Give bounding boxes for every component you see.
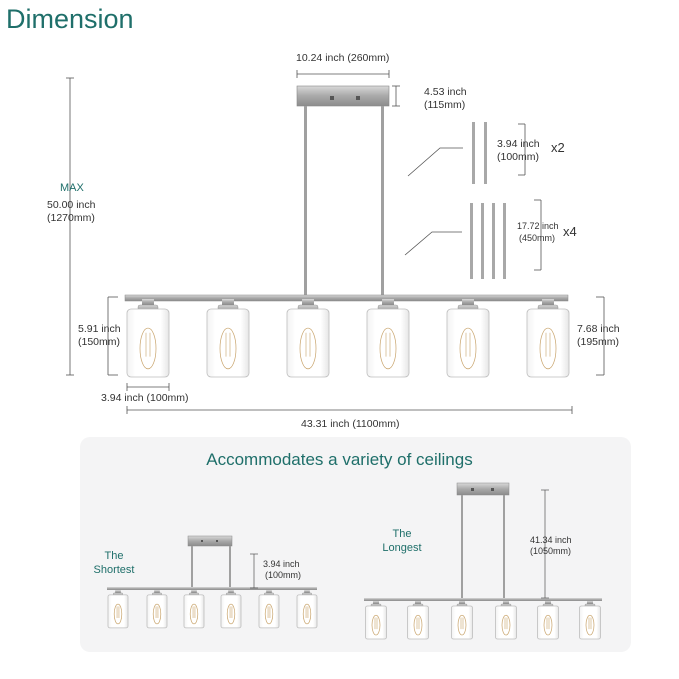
longest-height-label: 41.34 inch [530, 535, 572, 545]
canopy [296, 85, 390, 107]
fixture-bar [124, 294, 569, 302]
shortest-label: The Shortest [93, 550, 135, 576]
long-rod-label: 17.72 inch [517, 221, 559, 231]
lamp-shade [579, 601, 601, 640]
canopy-width-label: 10.24 inch (260mm) [296, 52, 390, 64]
lamp-shade [126, 299, 170, 378]
lamp-shade [495, 601, 517, 640]
fixture-height-mm-label: (195mm) [577, 336, 620, 348]
rod-right [381, 106, 384, 296]
short-rods [472, 122, 487, 184]
lamp-shade [258, 590, 280, 629]
lamp-shade [366, 299, 410, 378]
lamp-row [126, 299, 570, 378]
canopy-height-label: 4.53 inch [424, 86, 467, 98]
long-rods [470, 203, 506, 279]
total-width-label: 43.31 inch (1100mm) [301, 418, 400, 430]
lamp-shade [537, 601, 559, 640]
lamp-shade [451, 601, 473, 640]
long-rod-mm-label: (450mm) [519, 233, 556, 243]
max-label: MAX [60, 182, 84, 194]
lamp-shade [107, 590, 129, 629]
lamp-shade [220, 590, 242, 629]
lamp-shade [526, 299, 570, 378]
shade-width-label: 3.94 inch (100mm) [101, 392, 189, 404]
lamp-shade [206, 299, 250, 378]
page-title: Dimension [6, 4, 134, 34]
rod-left [304, 106, 307, 296]
shade-height-label: 5.91 inch [78, 323, 121, 335]
longest-lamp-row [365, 601, 601, 640]
lamp-shade [296, 590, 318, 629]
shade-height-mm-label: (150mm) [78, 336, 121, 348]
lamp-shade [407, 601, 429, 640]
lamp-shade [286, 299, 330, 378]
shortest-height-label: 3.94 inch [263, 559, 300, 569]
shortest-height-mm-label: (100mm) [265, 570, 302, 580]
short-rod-qty: x2 [551, 140, 565, 155]
canopy-height-mm-label: (115mm) [424, 99, 466, 111]
panel-title: Accommodates a variety of ceilings [206, 450, 473, 469]
shortest-lamp-row [107, 590, 318, 629]
longest-label: The Longest [382, 528, 422, 554]
lamp-shade [365, 601, 387, 640]
longest-height-mm-label: (1050mm) [530, 546, 572, 556]
max-height-mm-label: (1270mm) [47, 212, 95, 224]
fixture-height-label: 7.68 inch [577, 323, 620, 335]
max-height-label: 50.00 inch [47, 199, 96, 211]
longest-fixture [364, 482, 602, 601]
lamp-shade [446, 299, 490, 378]
lamp-shade [183, 590, 205, 629]
lamp-shade [146, 590, 168, 629]
shortest-fixture [107, 535, 317, 590]
long-rod-qty: x4 [563, 224, 577, 239]
short-rod-mm-label: (100mm) [497, 151, 540, 163]
short-rod-label: 3.94 inch [497, 138, 540, 150]
